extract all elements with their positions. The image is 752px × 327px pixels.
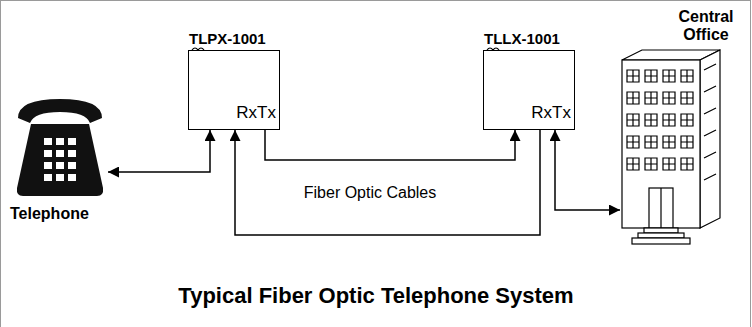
- model-label: TLPX-1001: [189, 30, 266, 47]
- phone-base: [17, 124, 103, 196]
- telephone: Telephone: [8, 95, 108, 223]
- windows: [627, 114, 693, 126]
- fiber-connector: [235, 130, 540, 235]
- side-windows: [704, 64, 716, 180]
- step: [644, 228, 678, 233]
- model-label: TLLX-1001: [484, 30, 560, 47]
- central-office: Central Office: [620, 8, 748, 248]
- windows: [627, 136, 693, 148]
- windows: [627, 92, 693, 104]
- cable-label: Fiber Optic Cables: [301, 184, 440, 202]
- keypad: [44, 138, 76, 181]
- door: [649, 188, 673, 228]
- telephone-icon: [17, 99, 103, 196]
- door-split: [660, 188, 661, 228]
- building-side: [700, 50, 720, 228]
- port-label: RxTx: [531, 103, 571, 123]
- handset: [18, 99, 102, 123]
- step: [632, 238, 690, 244]
- converter-box: TLLX-1001RxTx: [483, 50, 575, 130]
- port-label: RxTx: [236, 103, 276, 123]
- diagram-title: Typical Fiber Optic Telephone System: [0, 283, 752, 309]
- converter-box: TLPX-1001RxTx: [188, 50, 280, 130]
- fiber-connector: [555, 130, 620, 210]
- fiber-connector: [265, 130, 515, 160]
- device-label: Telephone: [10, 205, 89, 223]
- windows: [627, 158, 693, 170]
- building-front: [622, 60, 700, 228]
- step: [638, 233, 684, 238]
- windows: [627, 70, 693, 82]
- fiber-connector: [108, 130, 210, 172]
- building-icon: [622, 50, 720, 244]
- building-label: Central Office: [666, 8, 746, 44]
